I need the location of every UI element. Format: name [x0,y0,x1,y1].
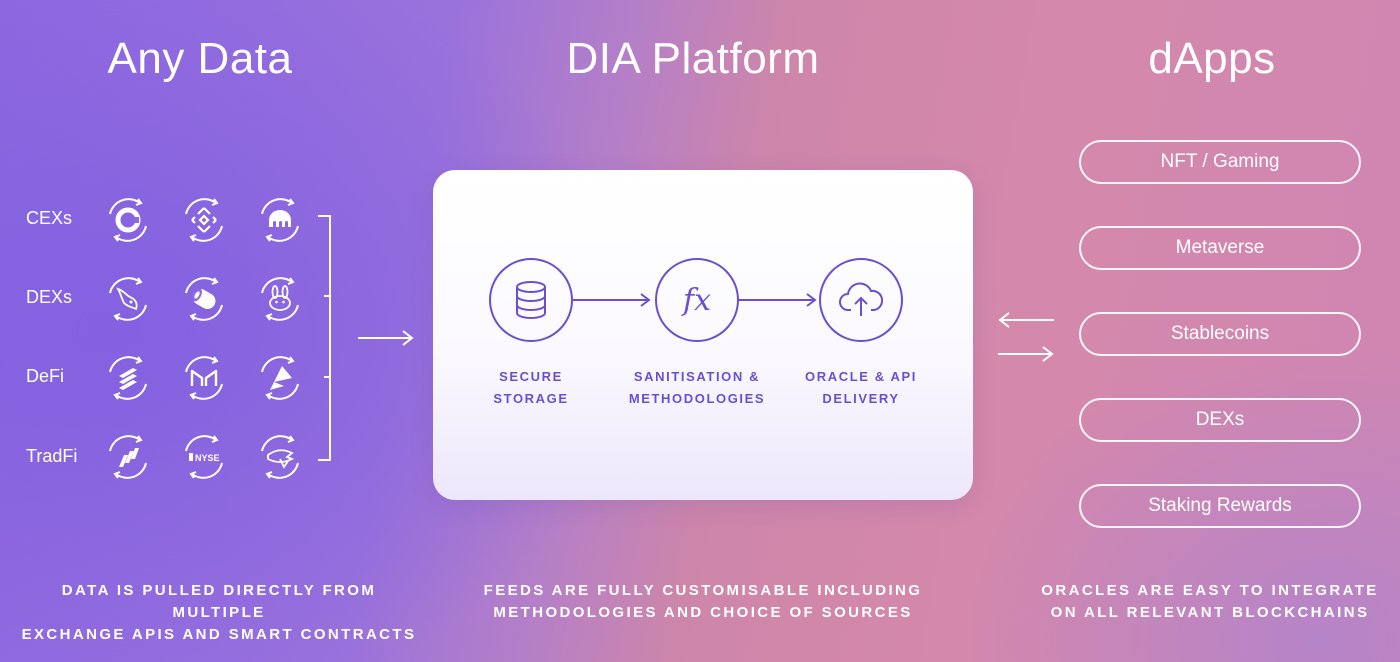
dia-platform-heading: DIA Platform [566,34,820,83]
uniswap-icon [102,273,154,325]
sanitisation-label-line2: Methodologies [628,391,766,406]
any-data-caption-line1: Data is pulled directly from multiple [61,582,377,621]
dapps-heading: dApps [1148,34,1276,83]
nasdaq-icon [102,431,154,483]
mobile-exchange-icon [254,431,306,483]
cloud-upload-icon [839,282,883,316]
row-label-cexs: CEXs [26,208,73,228]
sanitisation-node: fx [655,258,739,342]
oracle-delivery-node [819,258,903,342]
any-data-heading: Any Data [107,34,293,83]
pancakeswap-icon [254,273,306,325]
dapp-pill-metaverse: Metaverse [1079,226,1361,270]
nyse-icon: NYSE [178,431,230,483]
dapps-caption-line1: Oracles are easy to integrate [1041,582,1379,599]
sources-bracket [318,215,331,461]
methodology-to-delivery-arrow [739,293,817,307]
storage-to-methodology-arrow [573,293,651,307]
oracle-delivery-label: Oracle & API Delivery [781,366,941,410]
secure-storage-label-line2: Storage [493,391,569,406]
kraken-icon [254,194,306,246]
dapps-caption: Oracles are easy to integrate on all rel… [1030,580,1390,624]
oracle-delivery-label-line1: Oracle & API [805,369,917,384]
balancer-icon [254,352,306,404]
dapp-pill-dexs: DEXs [1079,398,1361,442]
any-data-caption-line2: exchange APIs and smart contracts [21,626,417,643]
row-label-tradfi: TradFi [26,446,78,466]
nyse-mark-text: NYSE [195,453,220,463]
input-arrow [358,330,414,346]
platform-caption-line2: methodologies and choice of sources [493,604,913,621]
dapp-pill-staking-rewards: Staking Rewards [1079,484,1361,528]
platform-caption-line1: Feeds are fully customisable including [483,582,923,599]
oracle-delivery-label-line2: Delivery [822,391,900,406]
dapps-caption-line2: on all relevant blockchains [1050,604,1370,621]
row-label-defi: DeFi [26,366,65,386]
dapp-pill-stablecoins: Stablecoins [1079,312,1361,356]
sanitisation-label-line1: Sanitisation & [633,369,761,384]
binance-icon [178,194,230,246]
maker-icon [178,352,230,404]
fx-icon: fx [682,282,712,318]
row-label-dexs: DEXs [26,287,73,307]
any-data-caption: Data is pulled directly from multiple ex… [14,580,424,646]
dia-platform-card: Secure Storage fx Sanitisation & Methodo… [433,170,973,500]
platform-caption: Feeds are fully customisable including m… [478,580,928,624]
dapp-pill-nft-gaming: NFT / Gaming [1079,140,1361,184]
sanitisation-label: Sanitisation & Methodologies [617,366,777,410]
secure-storage-label: Secure Storage [451,366,611,410]
sushiswap-icon [178,273,230,325]
secure-storage-node [489,258,573,342]
coinbase-icon [102,194,154,246]
secure-storage-label-line1: Secure [499,369,563,384]
bidirectional-arrows [998,312,1054,362]
database-icon [516,281,546,319]
compound-icon [102,352,154,404]
